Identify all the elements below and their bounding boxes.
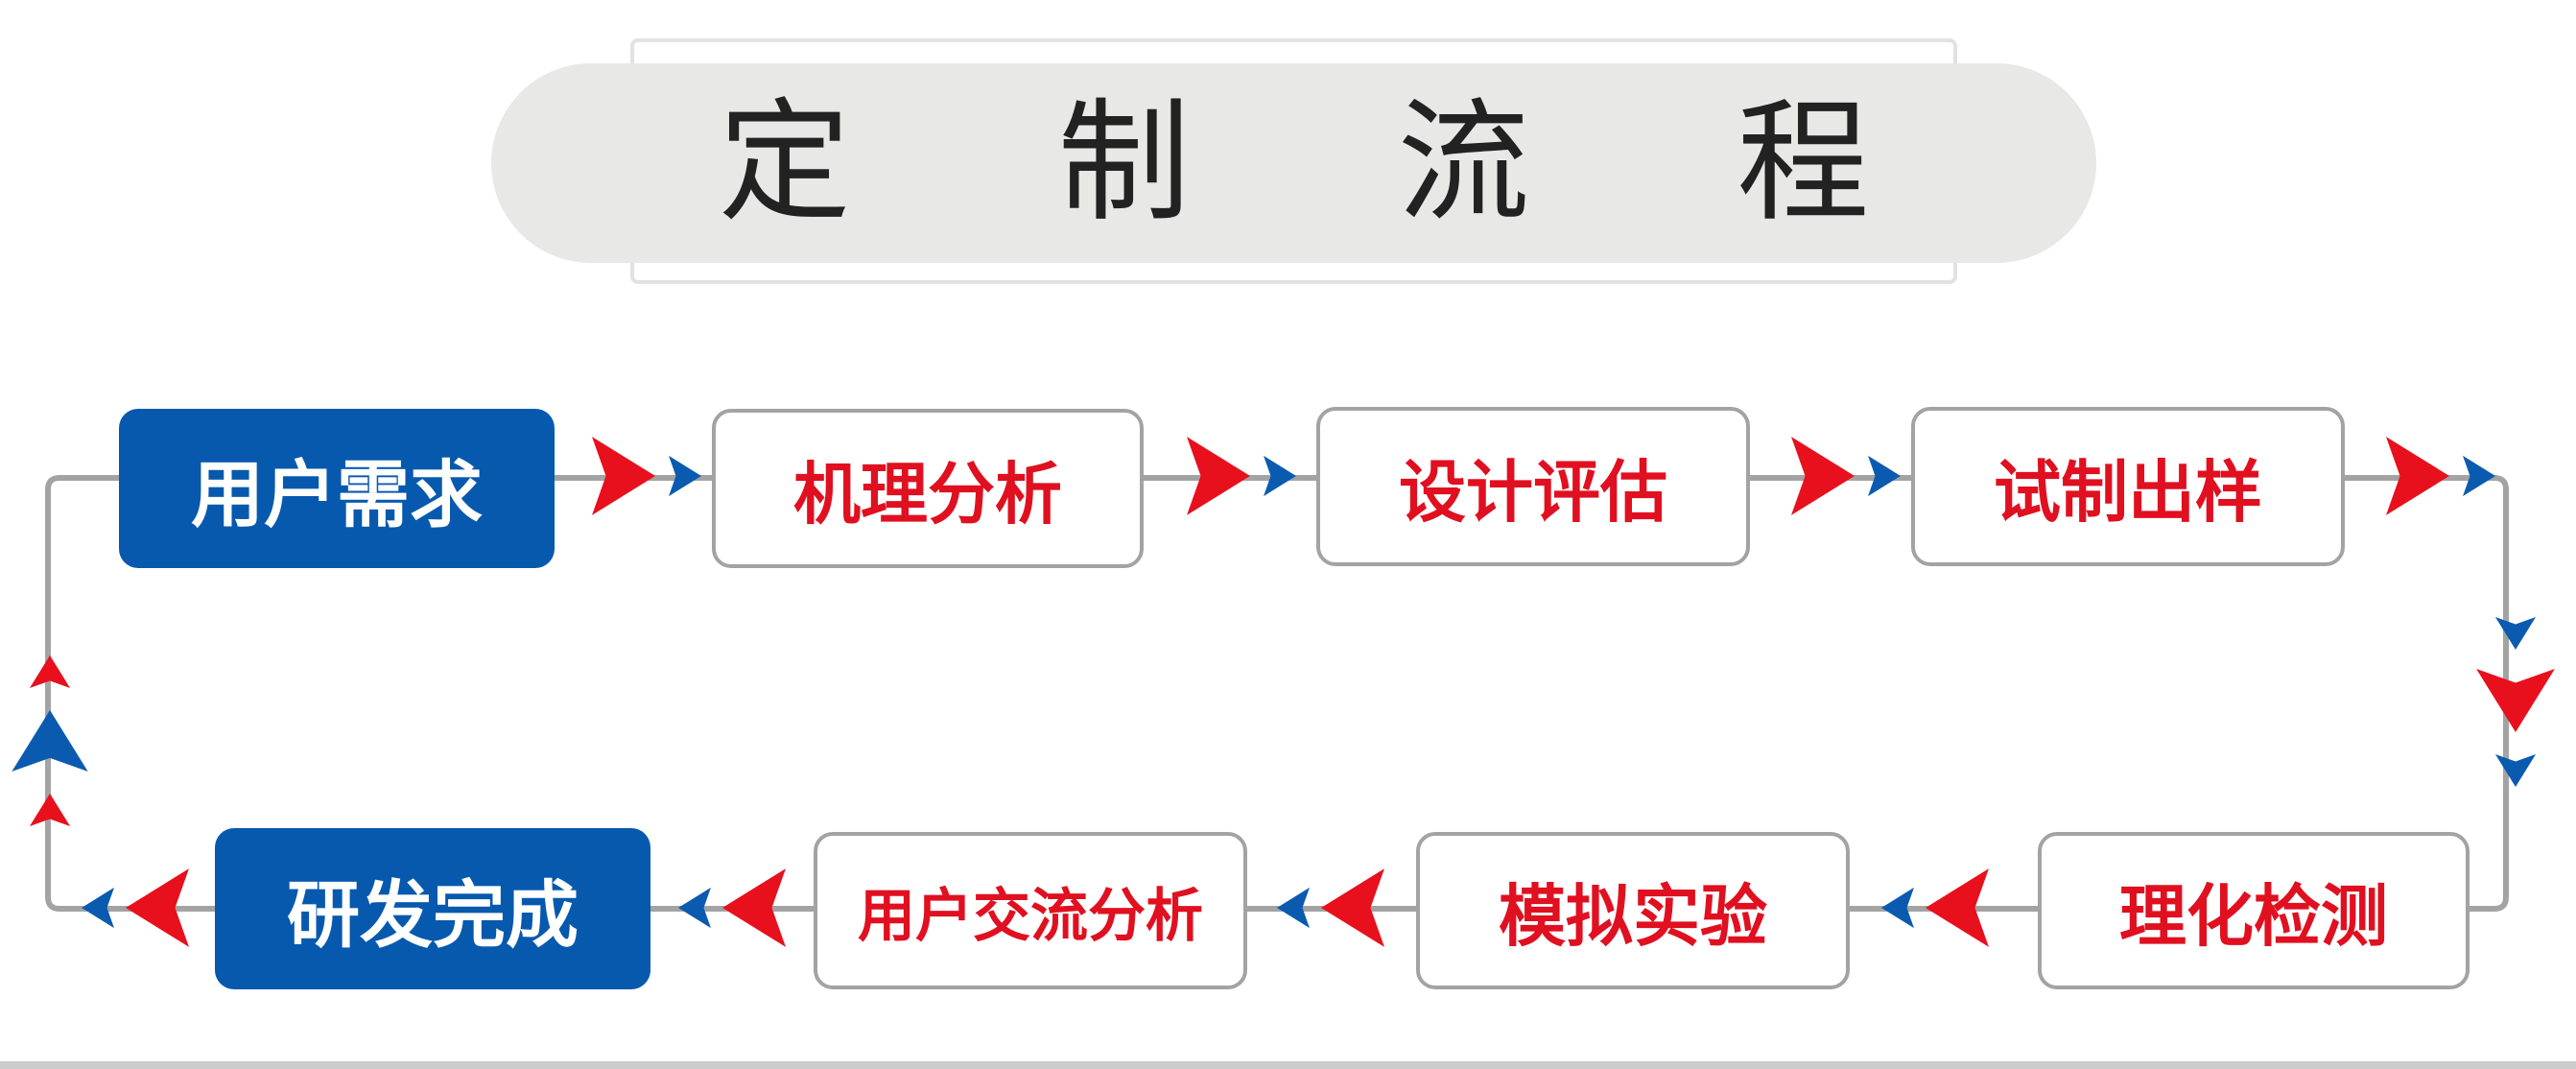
step-label: 理化检测 (2119, 876, 2388, 956)
blue-arrow-left-icon (82, 887, 114, 929)
step-trial-sample: 试制出样 (1911, 407, 2345, 566)
blue-arrow-left-icon (1277, 887, 1310, 929)
step-simulation-experiment: 模拟实验 (1416, 832, 1850, 989)
red-arrow-right-icon (2386, 437, 2449, 515)
red-arrow-down-icon (2476, 669, 2555, 732)
red-arrow-right-icon (1187, 437, 1250, 515)
step-user-requirement: 用户需求 (119, 409, 555, 568)
step-label: 模拟实验 (1499, 876, 1767, 956)
red-arrow-left-icon (1321, 868, 1384, 947)
red-arrow-up-icon (29, 794, 71, 826)
step-label: 设计评估 (1399, 452, 1667, 532)
blue-arrow-right-icon (2463, 455, 2495, 497)
red-arrow-left-icon (126, 868, 189, 947)
red-arrow-left-icon (722, 868, 786, 947)
step-mechanism-analysis: 机理分析 (712, 409, 1144, 568)
step-label: 用户交流分析 (858, 882, 1203, 950)
blue-arrow-down-icon (2494, 754, 2537, 787)
step-label: 用户需求 (191, 452, 483, 537)
red-arrow-up-icon (29, 655, 71, 688)
blue-arrow-left-icon (1881, 887, 1914, 929)
step-design-evaluation: 设计评估 (1316, 407, 1750, 566)
red-arrow-right-icon (1791, 437, 1855, 515)
connector-loop (45, 475, 2509, 912)
step-label: 研发完成 (287, 872, 579, 958)
blue-arrow-up-icon (12, 710, 88, 772)
blue-arrow-left-icon (678, 887, 711, 929)
step-rd-complete: 研发完成 (215, 828, 650, 989)
title-banner: 定 制 流 程 (491, 63, 2096, 263)
blue-arrow-right-icon (1264, 455, 1296, 497)
blue-arrow-right-icon (669, 455, 701, 497)
step-label: 试制出样 (1994, 452, 2262, 532)
red-arrow-right-icon (592, 437, 655, 515)
step-user-communication-analysis: 用户交流分析 (814, 832, 1247, 989)
red-arrow-left-icon (1926, 868, 1989, 947)
step-label: 机理分析 (793, 454, 1062, 534)
step-physicochemical-testing: 理化检测 (2038, 832, 2470, 989)
bottom-divider (0, 1061, 2576, 1069)
blue-arrow-down-icon (2494, 617, 2537, 650)
page-title: 定 制 流 程 (718, 85, 1952, 240)
blue-arrow-right-icon (1868, 455, 1901, 497)
